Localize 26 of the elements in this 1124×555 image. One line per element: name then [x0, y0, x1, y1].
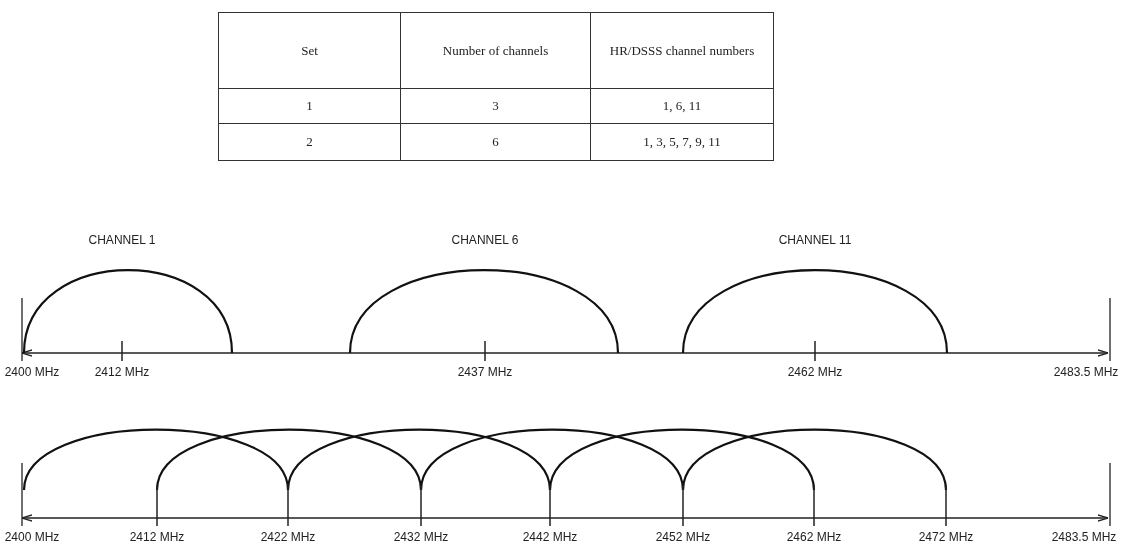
frequency-label: 2400 MHz: [4, 530, 60, 544]
frequency-label: 2483.5 MHz: [1051, 530, 1117, 544]
table-cell: 2: [218, 123, 401, 161]
frequency-label: 2462 MHz: [787, 365, 843, 379]
frequency-label: 2442 MHz: [522, 530, 578, 544]
table-cell: 6: [400, 123, 591, 161]
frequency-label: 2462 MHz: [786, 530, 842, 544]
channel-label: CHANNEL 11: [778, 233, 852, 247]
frequency-label: 2412 MHz: [129, 530, 185, 544]
table-cell: 1: [218, 88, 401, 124]
table-header-cell: HR/DSSS channel numbers: [590, 12, 774, 89]
channel-label: CHANNEL 1: [88, 233, 156, 247]
frequency-label: 2452 MHz: [655, 530, 711, 544]
frequency-label: 2400 MHz: [4, 365, 60, 379]
frequency-label: 2422 MHz: [260, 530, 316, 544]
frequency-label: 2472 MHz: [918, 530, 974, 544]
table-cell: 1, 3, 5, 7, 9, 11: [590, 123, 774, 161]
table-header-cell: Number of channels: [400, 12, 591, 89]
table-header-cell: Set: [218, 12, 401, 89]
frequency-label: 2432 MHz: [393, 530, 449, 544]
frequency-label: 2412 MHz: [94, 365, 150, 379]
table-cell: 3: [400, 88, 591, 124]
channel-label: CHANNEL 6: [451, 233, 519, 247]
table-cell: 1, 6, 11: [590, 88, 774, 124]
frequency-label: 2437 MHz: [457, 365, 513, 379]
frequency-label: 2483.5 MHz: [1053, 365, 1119, 379]
